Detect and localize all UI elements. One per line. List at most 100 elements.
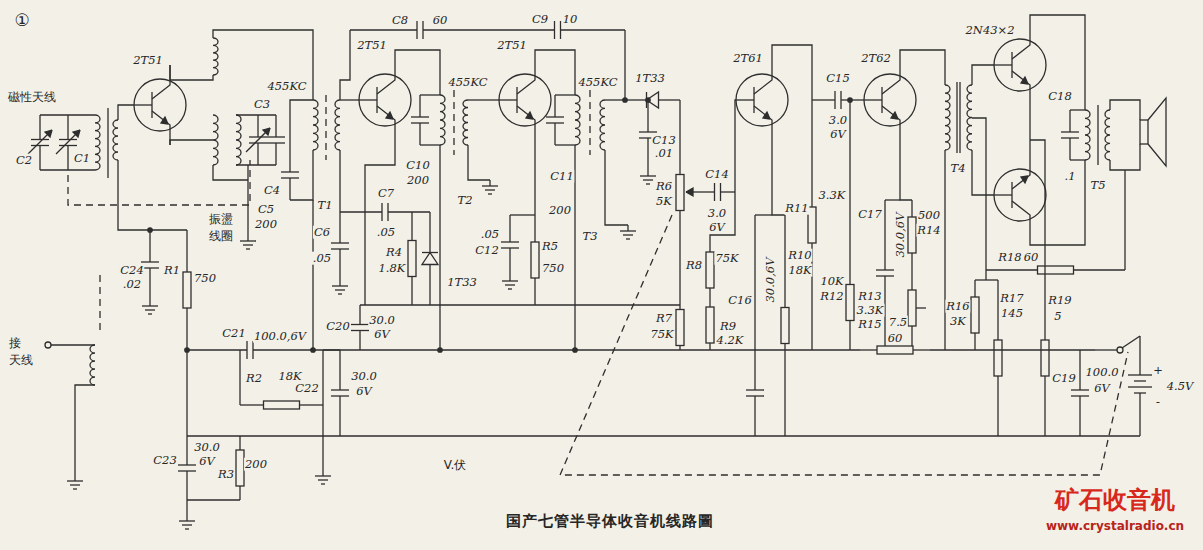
wire	[377, 60, 395, 94]
capacitor-symbol	[746, 389, 764, 390]
coil-symbol	[600, 100, 605, 150]
wire	[290, 150, 313, 200]
wire	[239, 350, 240, 405]
resistor-symbol	[183, 272, 191, 308]
transformer-core	[959, 82, 960, 153]
wire	[40, 114, 95, 115]
coil-symbol	[440, 95, 445, 145]
wire	[625, 99, 647, 100]
wire	[239, 486, 240, 500]
wire	[313, 349, 860, 350]
wire	[849, 255, 850, 285]
wire	[784, 215, 785, 308]
capacitor-symbol	[281, 177, 299, 178]
component-label: 145	[1000, 307, 1024, 320]
coil-symbol	[313, 100, 318, 150]
component-label: 2T51	[356, 39, 388, 52]
wire	[1139, 336, 1140, 375]
resistor-symbol	[877, 346, 913, 354]
component-label: C4	[263, 184, 281, 197]
component-label: R17	[999, 292, 1024, 305]
component-label: R16	[945, 300, 970, 313]
component-label: 1T33	[446, 276, 478, 289]
wire	[605, 150, 628, 225]
wire	[39, 115, 40, 140]
capacitor-symbol	[501, 241, 519, 242]
battery-symbol	[1128, 374, 1152, 375]
component-label: .1	[1064, 170, 1077, 183]
transistor-symbol	[359, 74, 411, 126]
wire	[509, 275, 510, 281]
component-label: R8	[685, 259, 703, 272]
coil-symbol	[113, 120, 118, 160]
wire	[1044, 280, 1045, 340]
component-label: 455KC	[577, 76, 618, 89]
wire	[247, 165, 248, 235]
wire	[882, 106, 900, 140]
capacitor-symbol	[141, 261, 159, 262]
wire	[39, 146, 40, 171]
wire	[554, 95, 555, 117]
component-label: C21	[221, 327, 246, 340]
ground-symbol	[485, 189, 495, 190]
wire	[359, 305, 360, 325]
capacitor-symbol	[178, 470, 196, 471]
component-label: R10	[787, 249, 812, 262]
component-label: 30.0	[368, 314, 396, 327]
battery-symbol	[1128, 386, 1152, 387]
wire	[535, 50, 575, 95]
emitter-arrow	[1021, 176, 1028, 183]
ground-symbol	[646, 183, 650, 184]
component-label: 2T61	[732, 52, 764, 65]
wire	[411, 212, 412, 241]
wire	[911, 270, 912, 290]
component-label: R2	[245, 372, 263, 385]
capacitor-symbol	[351, 324, 369, 325]
ground-symbol	[73, 488, 77, 489]
component-label: R1	[163, 264, 181, 277]
wire	[772, 45, 812, 100]
capacitor-symbol	[249, 142, 267, 143]
wire	[1139, 393, 1140, 436]
component-label: 7.5	[888, 316, 908, 329]
component-label: R7	[655, 312, 673, 325]
wire	[735, 100, 736, 192]
wire	[420, 144, 440, 145]
capacitor-symbol	[1071, 389, 1089, 390]
ground-symbol	[148, 313, 152, 314]
wire	[679, 225, 680, 305]
capacitor-symbol	[267, 136, 285, 137]
capacitor-symbol	[834, 91, 835, 109]
emitter-arrow	[763, 112, 770, 119]
wire	[900, 140, 912, 200]
component-label: 10	[562, 13, 579, 26]
wire	[419, 123, 420, 145]
coil-symbol	[1085, 110, 1090, 160]
coil-symbol	[213, 115, 218, 165]
capacitor-symbol	[639, 131, 657, 132]
component-label: 30.0,6V	[894, 212, 907, 259]
ground-symbol	[508, 288, 512, 289]
wire	[312, 200, 313, 350]
wire	[1095, 349, 1120, 350]
terminal	[45, 342, 51, 348]
wire	[1012, 155, 1030, 189]
wire	[709, 240, 710, 252]
wire	[555, 144, 575, 145]
ground-symbol	[182, 524, 192, 525]
component-label: 3.3K	[856, 304, 885, 317]
wire	[754, 60, 772, 94]
wire	[1069, 110, 1070, 132]
component-label: T1	[317, 199, 334, 212]
resistor-symbol	[994, 340, 1002, 376]
wire	[1110, 144, 1140, 170]
component-label: C22	[294, 382, 319, 395]
speaker-magnet	[1140, 120, 1148, 144]
ground-symbol	[243, 244, 253, 245]
emitter-arrow	[1021, 77, 1028, 84]
wire	[170, 65, 213, 80]
component-label: R4	[385, 246, 403, 259]
wire	[679, 305, 680, 310]
component-label: C24	[119, 264, 144, 277]
transistor-symbol	[499, 74, 551, 126]
